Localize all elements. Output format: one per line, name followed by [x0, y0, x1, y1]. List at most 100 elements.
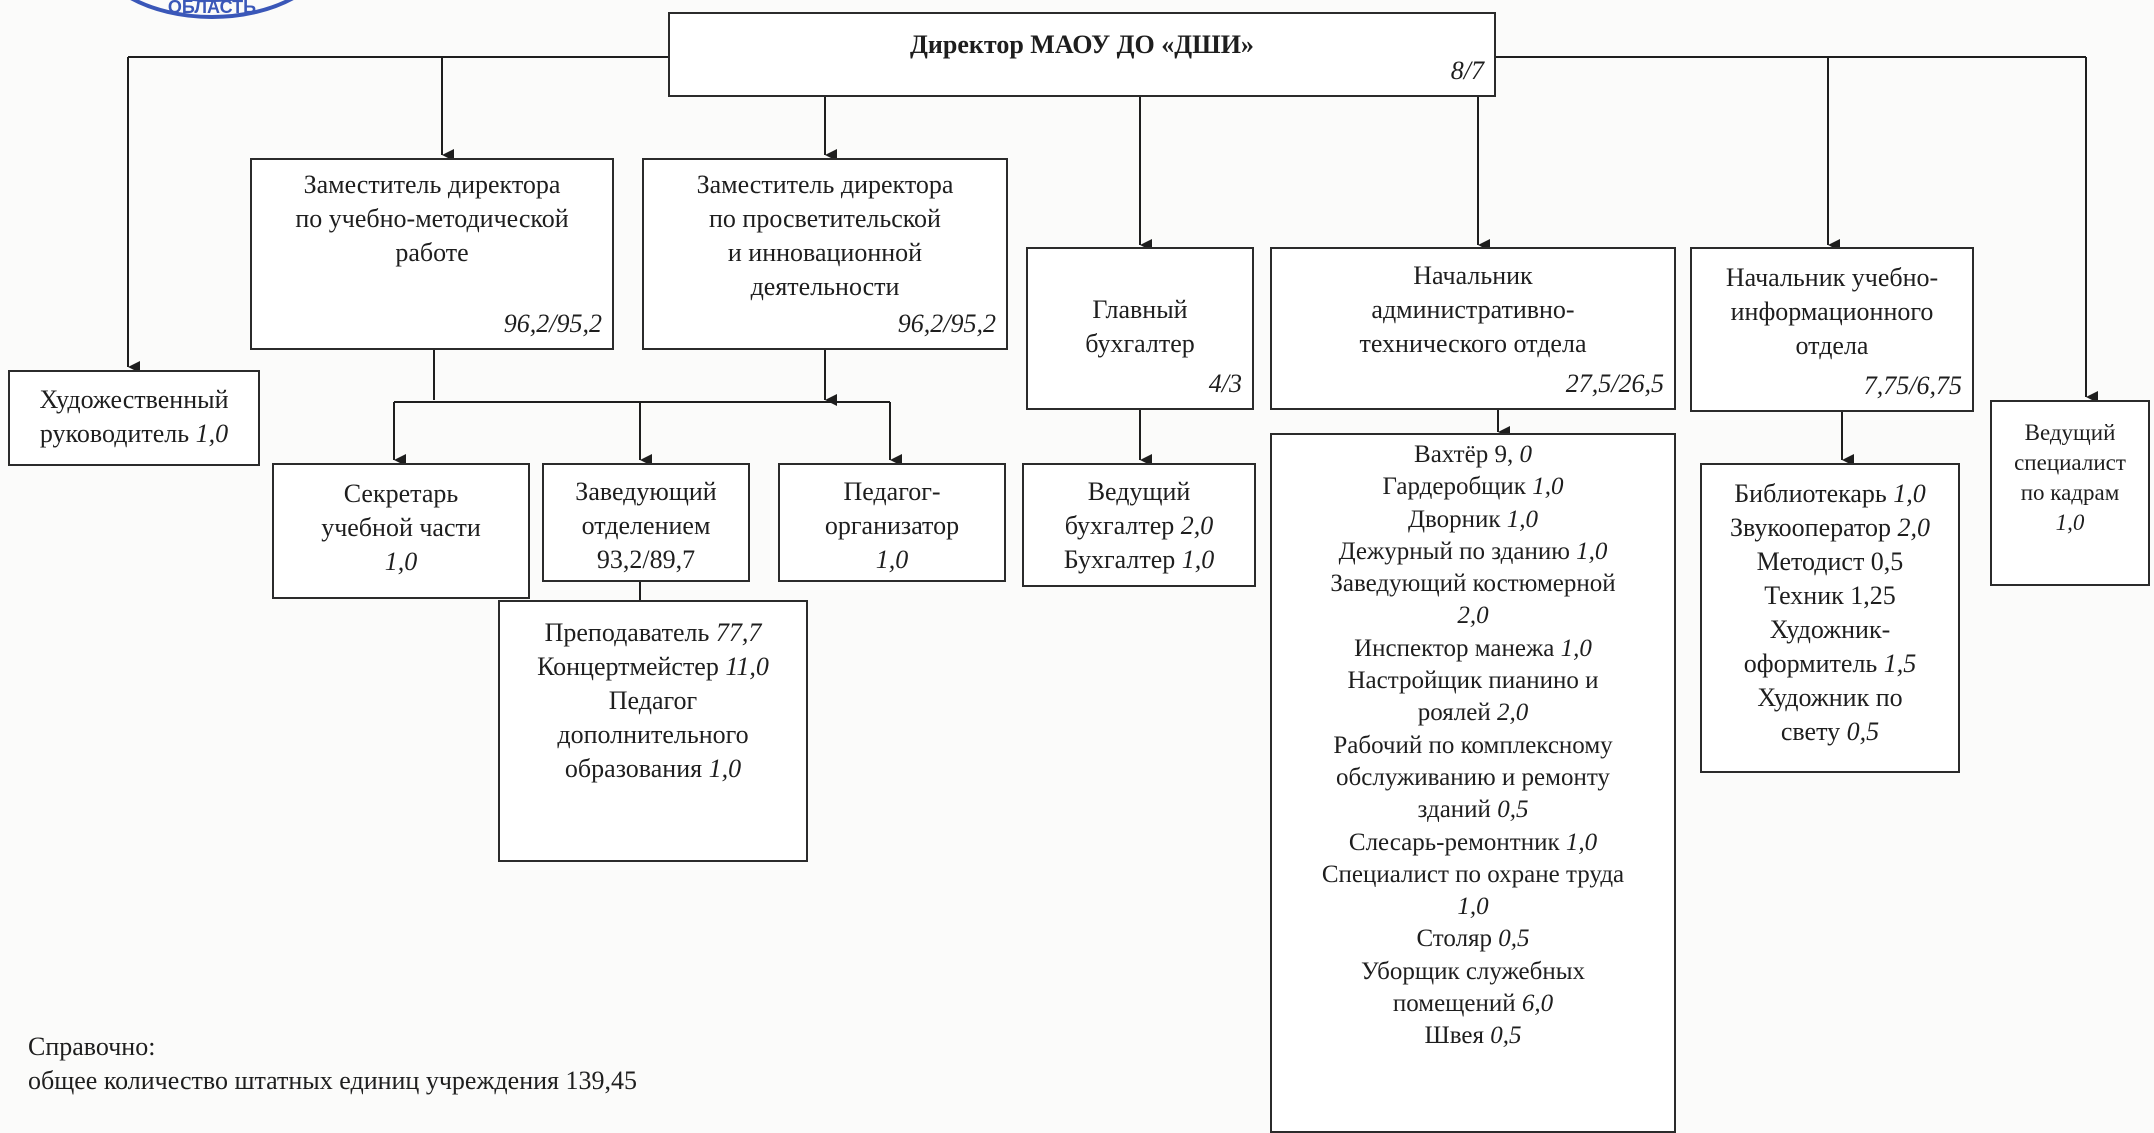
info-head-box: Начальник учебно- информационного отдела… — [1690, 247, 1974, 412]
admin-staff-row: 1,0 — [1272, 891, 1674, 923]
footnote: Справочно: общее количество штатных един… — [28, 1030, 637, 1098]
organizer-line1: Педагог- — [843, 477, 941, 506]
admin-staff-rate: 2,0 — [1496, 699, 1529, 727]
admin-staff-row: Гардеробщик 1,0 — [1272, 471, 1674, 503]
admin-staff-label: Гардеробщик — [1382, 473, 1526, 501]
hr-specialist-box: Ведущий специалист по кадрам 1,0 — [1990, 400, 2150, 586]
admin-head-line3: технического отдела — [1359, 329, 1587, 358]
accounting-row: бухгалтер 2,0 — [1064, 511, 1214, 540]
deputy-edu-line2: по просветительской — [709, 204, 941, 233]
hr-specialist-line2: специалист — [2014, 450, 2126, 475]
teacher-row: Концертмейстер 11,0 — [537, 652, 769, 681]
art-director-rate: 1,0 — [195, 419, 229, 448]
deputy-method-line3: работе — [395, 238, 469, 267]
admin-staff-row: 2,0 — [1272, 600, 1674, 632]
teacher-row: Педагог — [608, 686, 698, 715]
admin-staff-label: зданий — [1417, 796, 1491, 824]
dept-head-line1: Заведующий — [575, 477, 717, 506]
dept-head-line2: отделением — [581, 511, 711, 540]
svg-text:ОБЛАСТЬ: ОБЛАСТЬ — [168, 0, 256, 17]
info-staff-row: оформитель 1,5 — [1702, 647, 1958, 681]
director-staff-count: 8/7 — [1450, 56, 1484, 85]
deputy-edu-line3: и инновационной — [727, 238, 923, 267]
admin-staff-rate: 2,0 — [1457, 602, 1489, 630]
info-staff-label: Художник- — [1769, 615, 1891, 644]
organizer-box: Педагог- организатор 1,0 — [778, 463, 1006, 582]
admin-staff-rate: 0 — [1519, 441, 1532, 468]
secretary-box: Секретарь учебной части 1,0 — [272, 463, 530, 599]
admin-staff-label: помещений — [1392, 990, 1516, 1018]
admin-staff-rate: 1,0 — [1565, 828, 1598, 856]
admin-staff-row: Заведующий костюмерной — [1272, 568, 1674, 600]
admin-staff-label: Дежурный по зданию — [1338, 537, 1570, 565]
info-staff-label: Звукооператор — [1729, 513, 1892, 542]
accounting-box: Ведущий бухгалтер 2,0 Бухгалтер 1,0 — [1022, 463, 1256, 587]
admin-staff-row: помещений 6,0 — [1272, 988, 1674, 1020]
stamp-seal: ОБЛАСТЬ — [130, 0, 294, 19]
secretary-rate: 1,0 — [384, 547, 418, 576]
director-box: Директор МАОУ ДО «ДШИ» 8/7 — [668, 12, 1496, 97]
admin-staff-row: Столяр 0,5 — [1272, 923, 1674, 955]
info-staff-label: оформитель — [1743, 649, 1878, 678]
admin-staff-label: Слесарь-ремонтник — [1348, 828, 1560, 856]
admin-staff-row: роялей 2,0 — [1272, 697, 1674, 729]
admin-staff-label: Вахтёр 9, — [1414, 441, 1514, 468]
accounting-row: Бухгалтер 1,0 — [1063, 545, 1215, 574]
admin-head-staff-count: 27,5/26,5 — [1565, 369, 1664, 398]
admin-staff-row: Слесарь-ремонтник 1,0 — [1272, 827, 1674, 859]
dept-head-box: Заведующий отделением 93,2/89,7 — [542, 463, 750, 582]
admin-staff-row: Вахтёр 9, 0 — [1272, 439, 1674, 471]
secretary-line1: Секретарь — [343, 479, 459, 508]
info-staff-rate: 1,5 — [1883, 649, 1917, 678]
admin-staff-label: Рабочий по комплексному — [1333, 731, 1613, 759]
admin-staff-label: роялей — [1417, 699, 1491, 727]
info-staff-row: Звукооператор 2,0 — [1702, 511, 1958, 545]
info-staff-row: Художник- — [1702, 613, 1958, 647]
footnote-title: Справочно: — [28, 1032, 156, 1061]
deputy-method-box: Заместитель директора по учебно-методиче… — [250, 158, 614, 350]
admin-head-box: Начальник административно- технического … — [1270, 247, 1676, 410]
teachers-box: Преподаватель 77,7 Концертмейстер 11,0 П… — [498, 600, 808, 862]
art-director-line1: Художественный — [39, 385, 229, 414]
info-staff-label: Методист 0,5 — [1756, 547, 1904, 576]
deputy-method-line1: Заместитель директора — [303, 170, 561, 199]
info-staff-row: Библиотекарь 1,0 — [1702, 477, 1958, 511]
chief-accountant-box: Главный бухгалтер 4/3 — [1026, 247, 1254, 410]
admin-staff-rate: 1,0 — [1457, 893, 1489, 921]
chief-accountant-line1: Главный — [1092, 295, 1188, 324]
info-staff-row: Художник по — [1702, 681, 1958, 715]
admin-staff-rate: 1,0 — [1506, 505, 1539, 533]
admin-staff-rate: 1,0 — [1532, 473, 1564, 501]
teacher-row: образования 1,0 — [564, 754, 742, 783]
info-staff-row: Техник 1,25 — [1702, 579, 1958, 613]
admin-staff-row: Инспектор манежа 1,0 — [1272, 633, 1674, 665]
admin-staff-label: Инспектор манежа — [1354, 634, 1555, 662]
admin-staff-label: Заведующий костюмерной — [1330, 570, 1616, 598]
info-staff-rate: 0,5 — [1846, 717, 1880, 746]
admin-staff-row: зданий 0,5 — [1272, 794, 1674, 826]
admin-head-line1: Начальник — [1413, 261, 1533, 290]
admin-staff-rate: 0,5 — [1490, 1022, 1522, 1050]
chief-accountant-line2: бухгалтер — [1085, 329, 1195, 358]
info-staff-label: Художник по — [1757, 683, 1903, 712]
accounting-row: Ведущий — [1087, 477, 1191, 506]
admin-staff-label: Швея — [1424, 1022, 1484, 1050]
admin-staff-label: Столяр — [1416, 925, 1493, 953]
admin-staff-row: Рабочий по комплексному — [1272, 730, 1674, 762]
admin-staff-label: Настройщик пианино и — [1347, 667, 1599, 695]
info-head-line1: Начальник учебно- — [1725, 263, 1939, 292]
chief-accountant-staff-count: 4/3 — [1208, 369, 1242, 398]
info-head-staff-count: 7,75/6,75 — [1863, 371, 1962, 400]
hr-specialist-line3: по кадрам — [2020, 480, 2120, 505]
deputy-edu-staff-count: 96,2/95,2 — [897, 309, 996, 338]
info-staff-rate: 1,0 — [1893, 479, 1926, 508]
teacher-row: дополнительного — [557, 720, 749, 749]
admin-head-line2: административно- — [1371, 295, 1575, 324]
art-director-box: Художественный руководитель 1,0 — [8, 370, 260, 466]
admin-staff-label: обслуживанию и ремонту — [1336, 763, 1610, 791]
hr-specialist-line1: Ведущий — [2024, 420, 2116, 445]
deputy-edu-box: Заместитель директора по просветительско… — [642, 158, 1008, 350]
